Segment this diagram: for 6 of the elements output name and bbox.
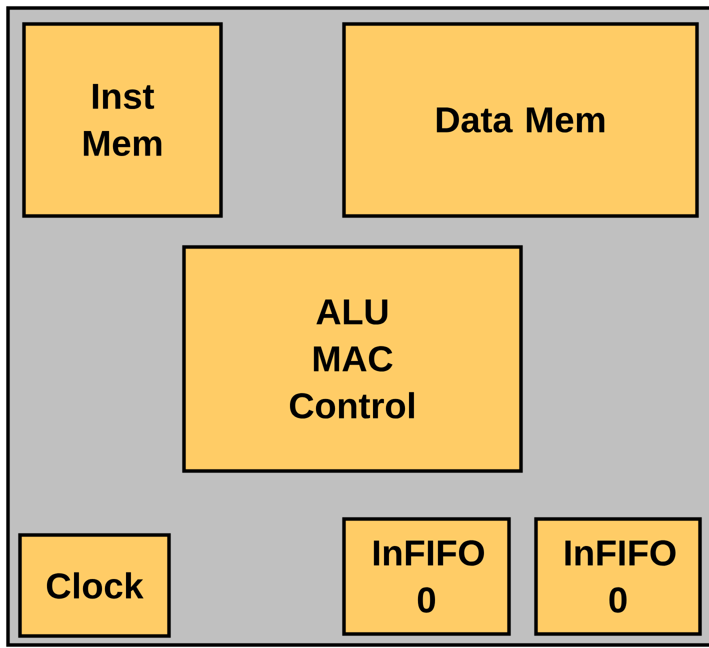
block-box: InFIFO 0 [534, 517, 702, 636]
block-box: Clock [18, 533, 171, 638]
block-box: ALU MAC Control [182, 245, 523, 473]
block-box: InFIFO 0 [342, 517, 511, 636]
block-box: Data Mem [342, 22, 699, 218]
block-box: Inst Mem [22, 22, 223, 218]
